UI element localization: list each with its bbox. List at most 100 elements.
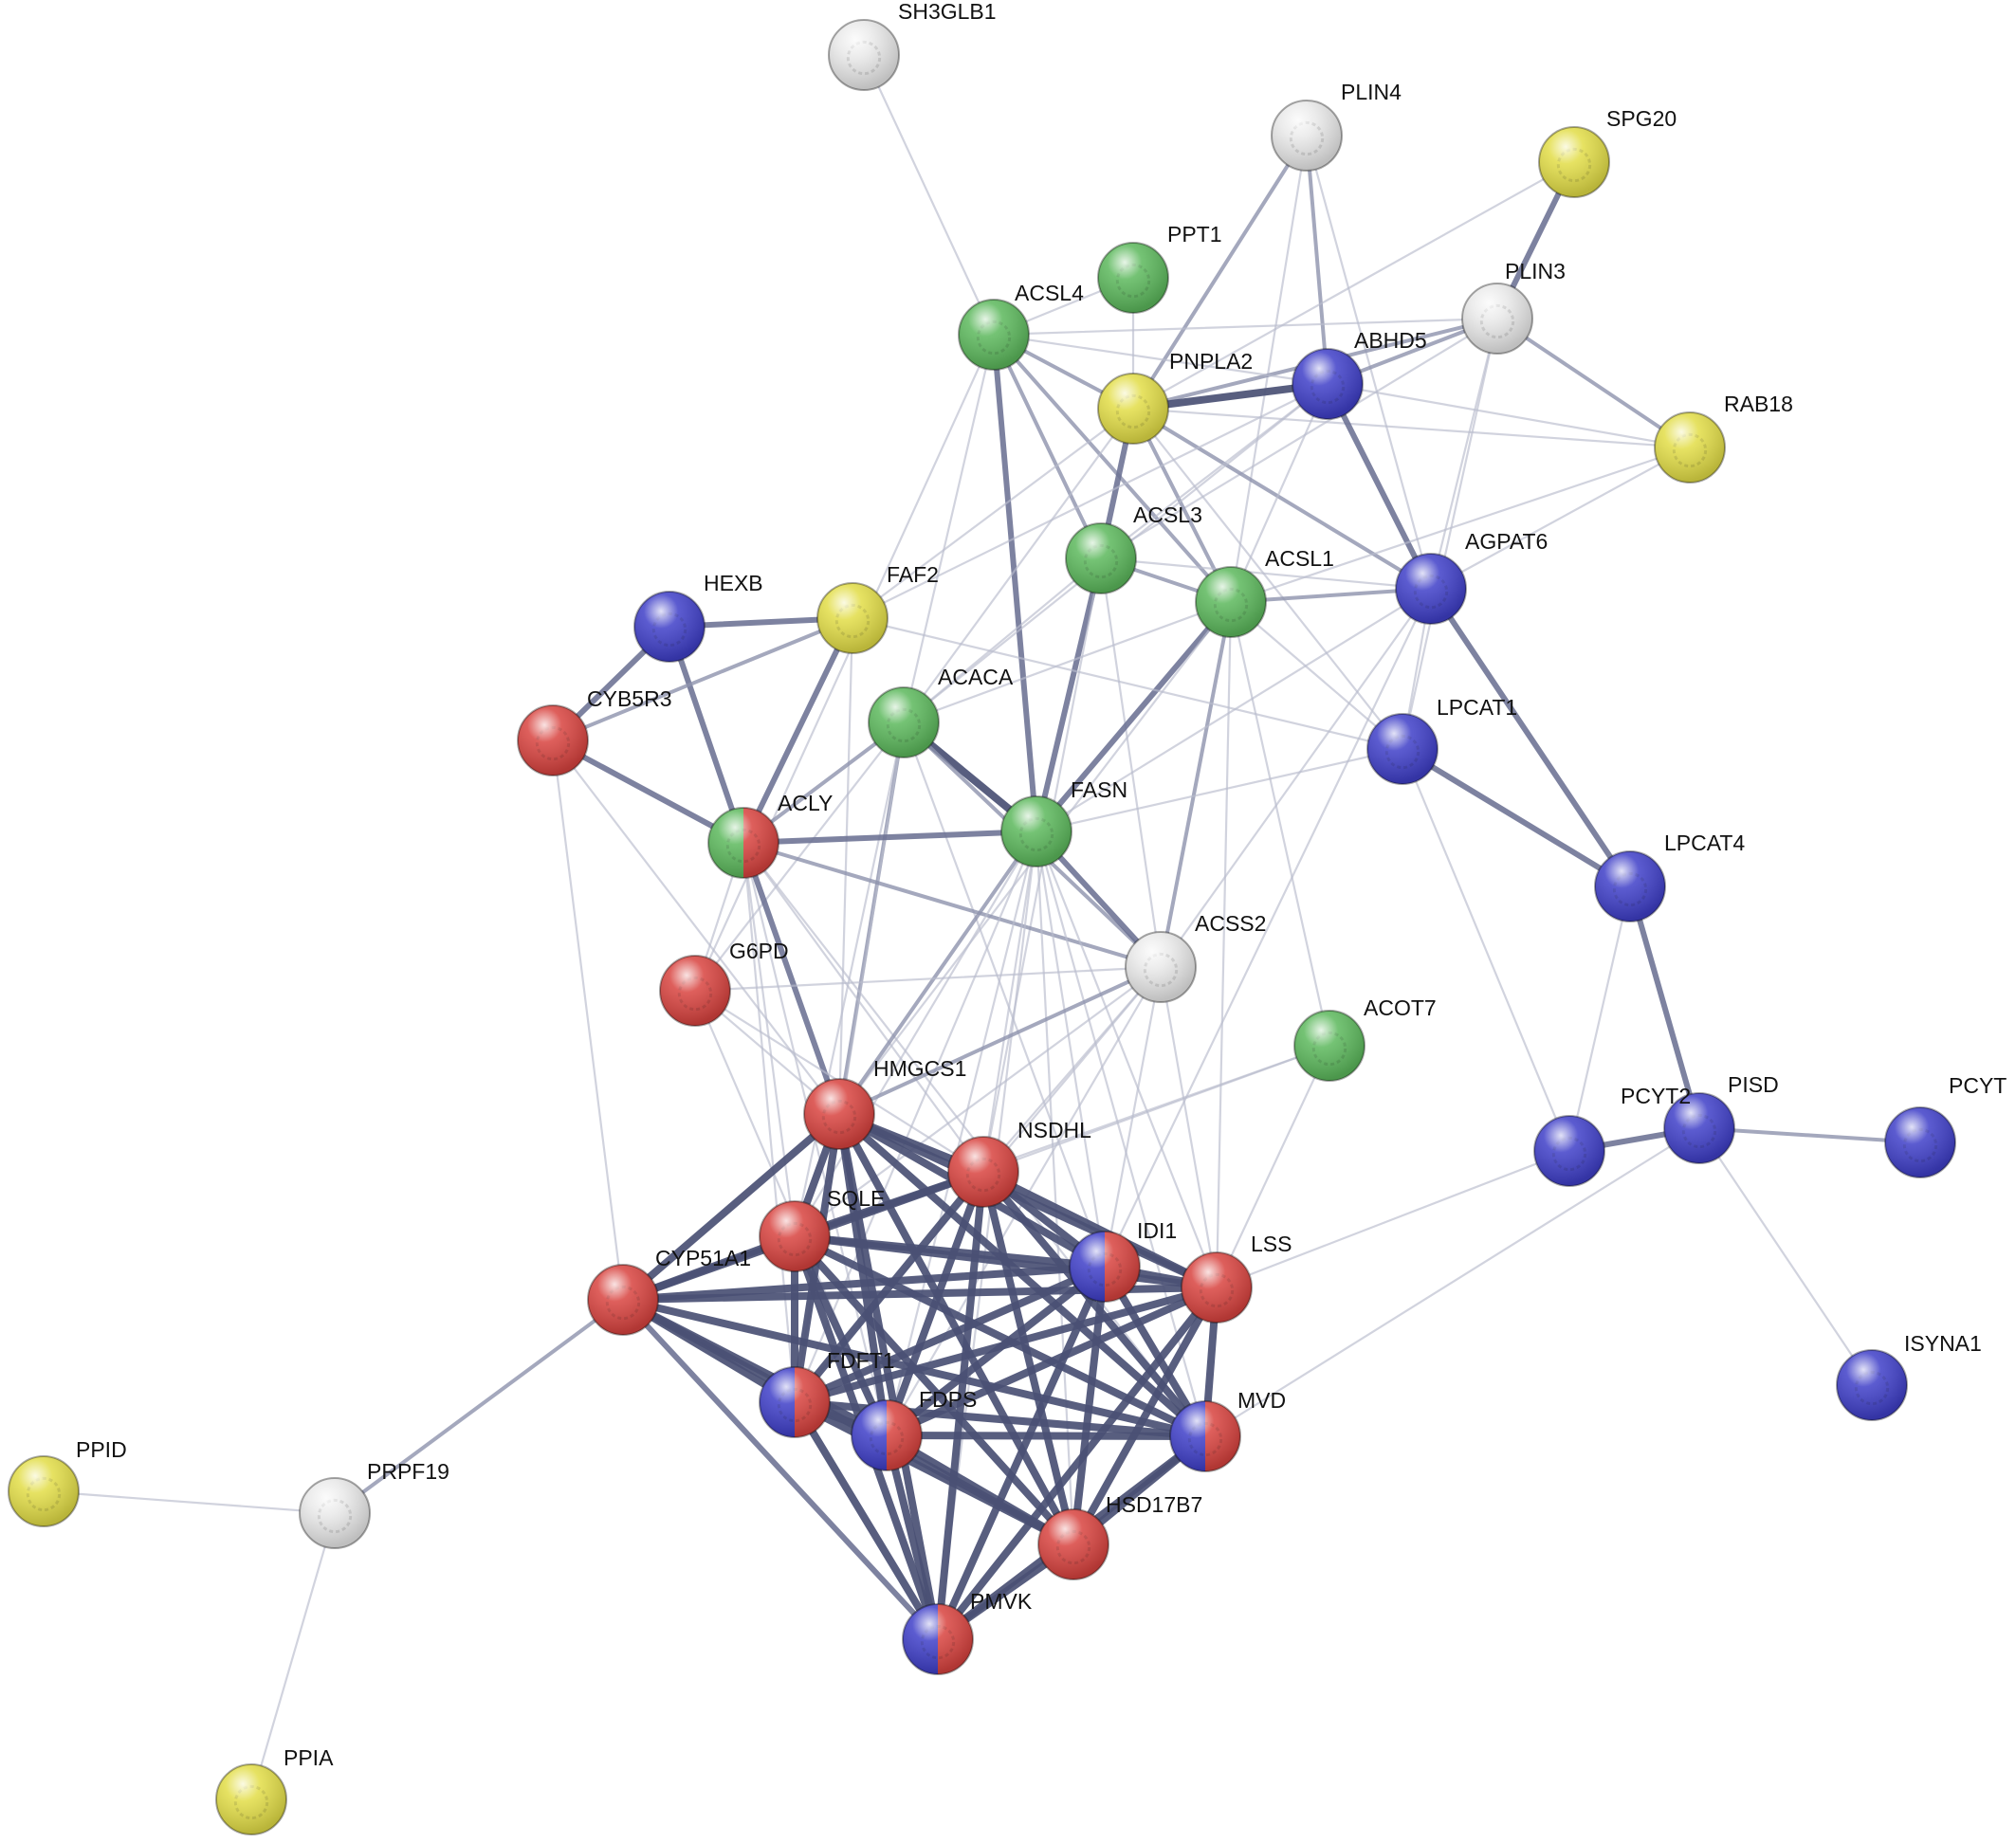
edge-abhd5-agpat6	[1325, 381, 1434, 592]
edge-fdps-mvd	[883, 1432, 1209, 1440]
edge-plin3-acsl3	[1099, 317, 1499, 560]
node-pmvk[interactable]: PMVK	[902, 1589, 1033, 1675]
edge-fasn-fdft1	[793, 830, 1038, 1404]
node-isyna1[interactable]: ISYNA1	[1836, 1331, 1982, 1421]
node-acly[interactable]: ACLY	[707, 791, 833, 879]
node-gloss	[817, 583, 888, 653]
node-ppia[interactable]: PPIA	[215, 1745, 334, 1835]
node-hexb[interactable]: HEXB	[633, 571, 763, 663]
edge-acsl4-acaca	[902, 333, 996, 724]
node-outline	[1065, 522, 1137, 594]
edge-lss-hsd17b7	[1070, 1284, 1220, 1548]
node-lss[interactable]: LSS	[1181, 1232, 1292, 1324]
node-acot7[interactable]: ACOT7	[1293, 995, 1437, 1082]
node-outline	[958, 299, 1030, 371]
node-acsl3[interactable]: ACSL3	[1065, 502, 1202, 594]
node-nsdhl[interactable]: NSDHL	[947, 1118, 1091, 1208]
node-ppid[interactable]: PPID	[8, 1437, 127, 1527]
node-acss2[interactable]: ACSS2	[1125, 911, 1266, 1003]
node-fdft1[interactable]: FDFT1	[759, 1348, 895, 1438]
edge-rab18-agpat6	[1429, 446, 1692, 591]
edge-abhd5-acsl1	[1229, 382, 1329, 604]
edge-ppid-prpf19	[42, 1489, 337, 1515]
node-fdps[interactable]: FDPS	[851, 1387, 977, 1471]
node-label: PCYT	[1949, 1073, 2007, 1098]
edge-hexb-acly	[667, 624, 746, 846]
edge-plin3-rab18	[1495, 317, 1692, 449]
node-spg20[interactable]: SPG20	[1538, 106, 1677, 198]
node-pcyt[interactable]: PCYT	[1884, 1073, 2007, 1178]
node-lpcat1[interactable]: LPCAT1	[1366, 695, 1517, 785]
node-outline	[215, 1763, 287, 1835]
node-mvd[interactable]: MVD	[1169, 1388, 1286, 1472]
node-sqle[interactable]: SQLE	[759, 1186, 885, 1272]
node-pisd[interactable]: PISD	[1663, 1072, 1779, 1164]
node-pcyt2[interactable]: PCYT2	[1533, 1084, 1691, 1187]
node-gloss	[708, 808, 779, 878]
node-gloss	[760, 1201, 830, 1271]
edge-agpat6-idi1	[1103, 587, 1433, 1269]
edge-acsl4-fasn	[991, 332, 1039, 834]
node-rab18[interactable]: RAB18	[1654, 392, 1793, 484]
node-outline	[1594, 850, 1666, 922]
edge-acsl4-abhd5	[992, 333, 1329, 386]
edge-pisd-isyna1	[1697, 1126, 1874, 1387]
node-outline	[816, 582, 889, 654]
edge-fdps-hsd17b7	[883, 1432, 1077, 1548]
node-acsl4[interactable]: ACSL4	[958, 281, 1084, 371]
node-outline	[1097, 242, 1169, 314]
node-outline	[1181, 1251, 1253, 1324]
node-idi1[interactable]: IDI1	[1069, 1218, 1177, 1303]
node-acsl1[interactable]: ACSL1	[1195, 546, 1334, 638]
edge-faf2-acly	[741, 615, 855, 846]
edge-fasn-hmgcs1	[837, 830, 1038, 1116]
edge-acly-fasn	[741, 829, 1039, 846]
node-gloss	[1098, 243, 1168, 313]
node-plin3[interactable]: PLIN3	[1461, 259, 1566, 355]
node-gloss	[660, 956, 730, 1026]
node-hsd17b7[interactable]: HSD17B7	[1037, 1492, 1202, 1580]
node-abhd5[interactable]: ABHD5	[1292, 328, 1427, 420]
node-hmgcs1[interactable]: HMGCS1	[803, 1056, 966, 1150]
node-label: RAB18	[1724, 392, 1793, 416]
edge-pnpla2-agpat6	[1131, 407, 1433, 591]
node-sh3glb1[interactable]: SH3GLB1	[828, 0, 997, 91]
node-outline	[1195, 566, 1267, 638]
node-outline	[759, 1200, 831, 1272]
edge-fasn-nsdhl	[981, 830, 1038, 1174]
node-gloss	[1534, 1116, 1604, 1186]
node-faf2[interactable]: FAF2	[816, 562, 939, 654]
edge-pnpla2-acaca	[902, 407, 1135, 724]
edge-lss-pmvk	[934, 1284, 1220, 1643]
node-gloss	[1595, 851, 1665, 922]
node-gloss	[1070, 1232, 1140, 1302]
node-plin4[interactable]: PLIN4	[1271, 80, 1402, 172]
node-gloss	[804, 1079, 874, 1149]
node-outline	[902, 1603, 974, 1675]
node-gloss	[760, 1367, 830, 1437]
node-outline	[1836, 1349, 1908, 1421]
edge-acsl3-fasn	[1034, 556, 1104, 834]
node-ppt1[interactable]: PPT1	[1097, 222, 1222, 314]
node-gloss	[1462, 283, 1532, 354]
edge-lss-fdft1	[791, 1284, 1220, 1406]
node-gloss	[1837, 1350, 1907, 1420]
node-outline	[828, 19, 900, 91]
node-cyp51a1[interactable]: CYP51A1	[587, 1246, 751, 1336]
node-agpat6[interactable]: AGPAT6	[1395, 529, 1548, 625]
node-cyb5r3[interactable]: CYB5R3	[517, 686, 671, 776]
node-acaca[interactable]: ACACA	[868, 665, 1014, 758]
node-g6pd[interactable]: G6PD	[659, 939, 789, 1027]
node-prpf19[interactable]: PRPF19	[299, 1459, 449, 1549]
edge-lss-pcyt2	[1215, 1149, 1571, 1289]
node-outline	[1366, 713, 1439, 785]
node-fasn[interactable]: FASN	[1000, 777, 1127, 867]
node-label: FAF2	[887, 562, 939, 587]
edge-lpcat1-fasn	[1035, 747, 1404, 833]
node-label: ISYNA1	[1904, 1331, 1982, 1356]
edge-lpcat4-pisd	[1627, 884, 1702, 1131]
node-lpcat4[interactable]: LPCAT4	[1594, 831, 1745, 922]
edge-acss2-lss	[1159, 965, 1219, 1289]
node-pnpla2[interactable]: PNPLA2	[1097, 349, 1253, 445]
node-outline	[299, 1477, 371, 1549]
